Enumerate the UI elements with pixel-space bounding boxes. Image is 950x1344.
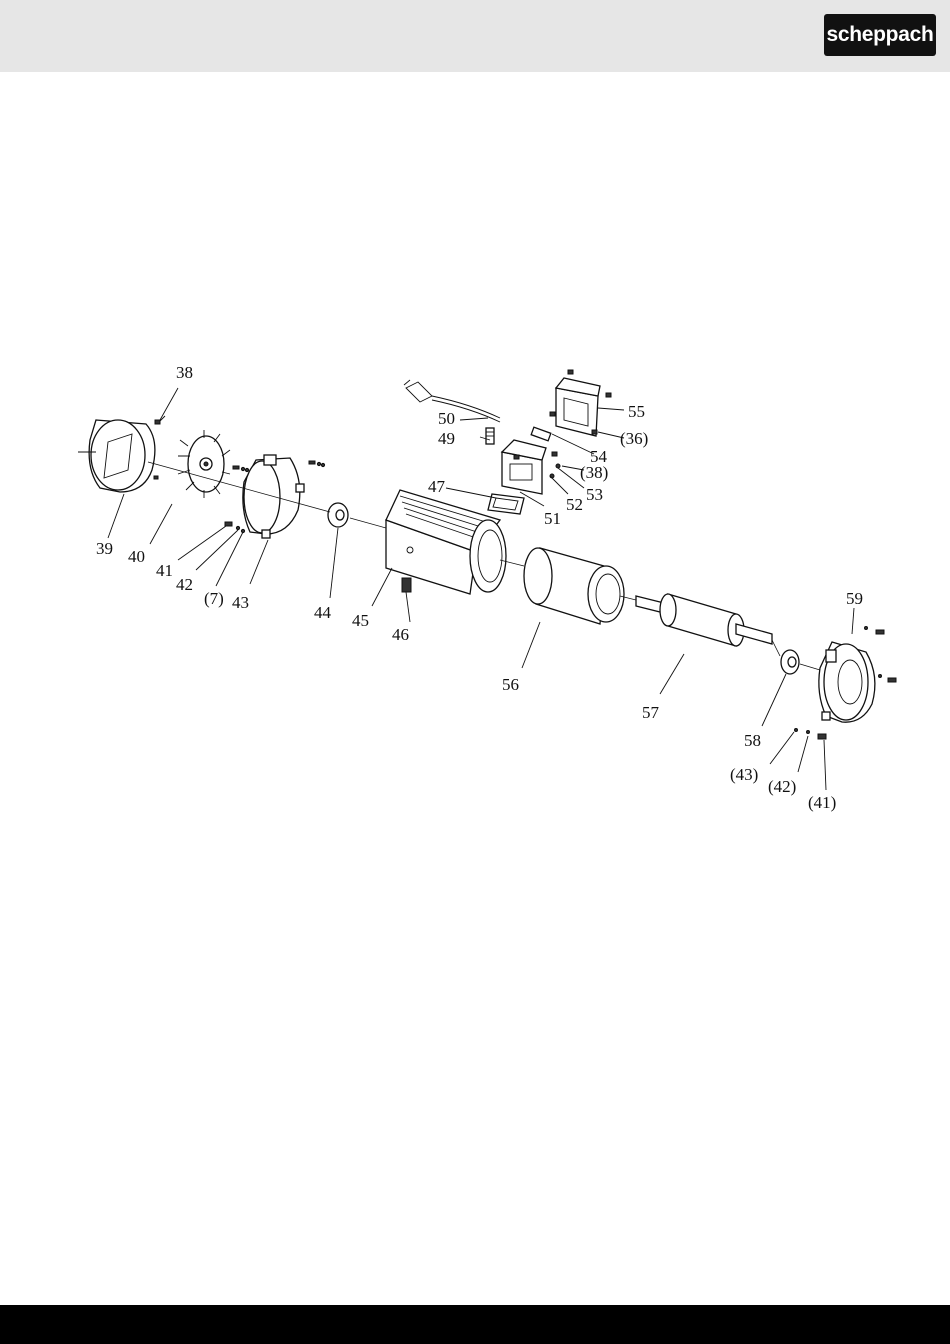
part-49-cable-gland xyxy=(486,428,494,444)
callout-49: 49 xyxy=(438,429,455,448)
callout-38b: (38) xyxy=(580,463,608,482)
callout-44: 44 xyxy=(314,603,332,622)
part-40-fan xyxy=(178,430,230,498)
callout-55: 55 xyxy=(628,402,645,421)
callout-36: (36) xyxy=(620,429,648,448)
callout-47: 47 xyxy=(428,477,446,496)
callout-7: (7) xyxy=(204,589,224,608)
part-59-end-shield-right xyxy=(795,627,897,740)
callout-57: 57 xyxy=(642,703,660,722)
callout-50: 50 xyxy=(438,409,455,428)
callout-42b: (42) xyxy=(768,777,796,796)
callout-40: 40 xyxy=(128,547,145,566)
callout-39: 39 xyxy=(96,539,113,558)
callout-56: 56 xyxy=(502,675,519,694)
callout-45: 45 xyxy=(352,611,369,630)
callout-58: 58 xyxy=(744,731,761,750)
part-54-capacitor xyxy=(531,427,551,441)
callout-43: 43 xyxy=(232,593,249,612)
part-58-bearing xyxy=(781,650,799,674)
callout-53: 53 xyxy=(586,485,603,504)
part-47-gasket xyxy=(488,494,524,514)
callout-41b: (41) xyxy=(808,793,836,812)
callout-41: 41 xyxy=(156,561,173,580)
callout-51: 51 xyxy=(544,509,561,528)
callout-46: 46 xyxy=(392,625,409,644)
callout-42: 42 xyxy=(176,575,193,594)
callout-59: 59 xyxy=(846,589,863,608)
callout-52: 52 xyxy=(566,495,583,514)
callout-38: 38 xyxy=(176,363,193,382)
part-51-terminal-box xyxy=(502,440,546,494)
footer-band xyxy=(0,1305,950,1344)
part-57-rotor xyxy=(636,594,772,646)
part-56-stator xyxy=(524,548,624,624)
part-39-fan-cover xyxy=(78,420,155,492)
callout-43b: (43) xyxy=(730,765,758,784)
part-45-motor-housing xyxy=(386,490,506,594)
part-55-box-cover xyxy=(550,370,611,436)
part-44-bearing xyxy=(328,503,348,527)
